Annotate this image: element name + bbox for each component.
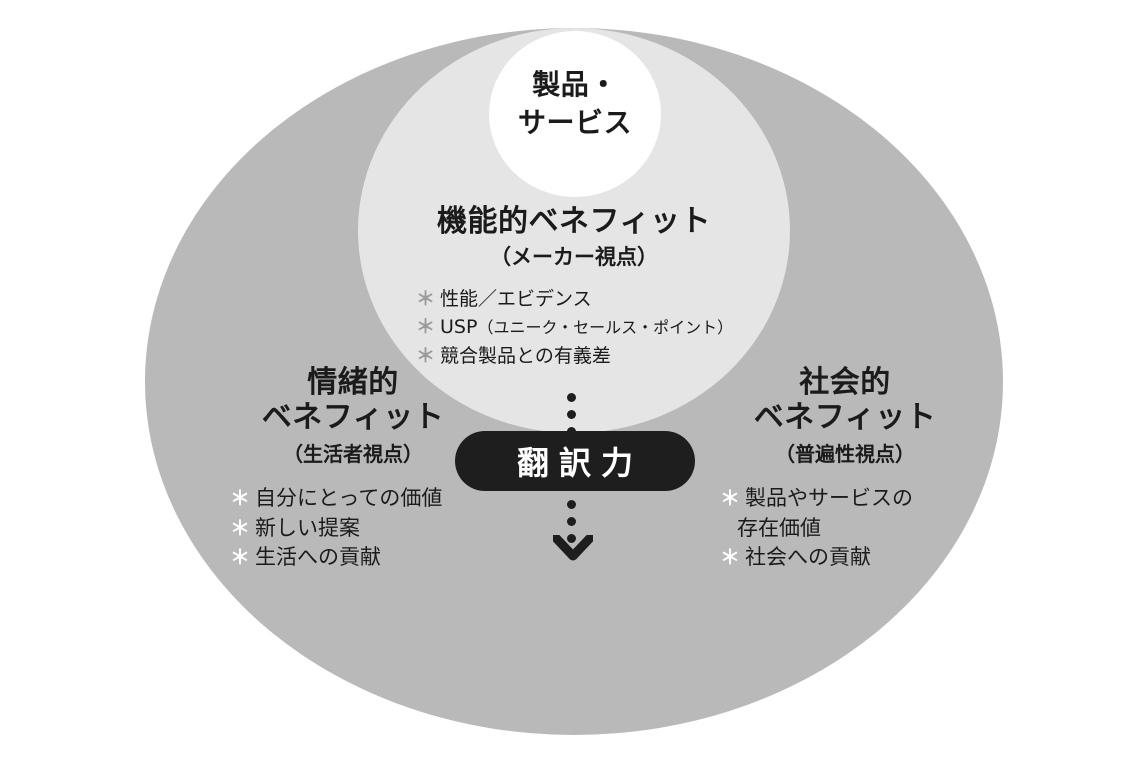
emotional-benefit-heading-line2: ベネフィット [261,400,445,436]
social-benefit-group: 社会的 ベネフィット （普遍性視点） ＊ 製品やサービスの 存在価値 ＊ 社会へ… [700,365,990,573]
asterisk-bullet-icon: ＊ [720,545,740,570]
dot-icon [567,393,576,402]
connector-dots-bottom [567,500,576,543]
connector-dots-top [567,393,576,436]
list-item-paren: （ユニーク・セールス・ポイント） [477,318,734,338]
social-benefit-heading-line1: 社会的 [799,365,891,400]
list-item: ＊ 自分にとっての価値 [230,484,498,514]
functional-benefit-heading: 機能的ベネフィット [437,204,711,239]
list-item-text: USP [440,316,478,339]
dot-icon [567,534,576,543]
dot-icon [567,517,576,526]
asterisk-bullet-icon: ＊ [416,316,436,339]
functional-benefit-bullets: ＊ 性能／エビデンス ＊ USP（ユニーク・セールス・ポイント） ＊ 競合製品と… [374,285,774,372]
list-item: ＊ 新しい提案 [230,514,498,544]
functional-benefit-group: 機能的ベネフィット （メーカー視点） ＊ 性能／エビデンス ＊ USP（ユニーク… [374,204,774,371]
asterisk-bullet-icon: ＊ [416,345,436,368]
asterisk-bullet-icon: ＊ [720,485,740,510]
list-item-label: 競合製品との有義差 [440,345,611,368]
asterisk-bullet-icon: ＊ [230,485,250,510]
social-benefit-bullets: ＊ 製品やサービスの 存在価値 ＊ 社会への貢献 [700,484,990,573]
list-item: ＊ 製品やサービスの [720,484,990,514]
list-item-label: USP（ユニーク・セールス・ポイント） [440,313,774,342]
functional-benefit-subhead: （メーカー視点） [490,245,658,270]
dot-icon [567,500,576,509]
list-item: ＊ 競合製品との有義差 [416,342,774,371]
dot-icon [567,410,576,419]
chevron-down-icon [553,535,593,561]
list-item-label: 製品やサービスの [745,485,913,510]
product-service-line1: 製品・ [532,68,618,101]
emotional-benefit-bullets: ＊ 自分にとっての価値 ＊ 新しい提案 ＊ 生活への貢献 [208,484,498,573]
emotional-benefit-group: 情緒的 ベネフィット （生活者視点） ＊ 自分にとっての価値 ＊ 新しい提案 ＊… [208,365,498,573]
list-item-label: 自分にとっての価値 [255,485,443,510]
asterisk-bullet-icon: ＊ [230,515,250,540]
social-benefit-subhead: （普遍性視点） [775,441,915,466]
product-service-label: 製品・ サービス [489,66,661,141]
list-item-continuation: 存在価値 [737,515,821,540]
list-item: ＊ USP（ユニーク・セールス・ポイント） [416,313,774,342]
list-item: ＊ 社会への貢献 [720,543,990,573]
inner-circle-product-service [489,31,661,197]
list-item: ＊ 性能／エビデンス [416,285,774,314]
emotional-benefit-heading: 情緒的 ベネフィット [208,365,498,436]
asterisk-bullet-icon: ＊ [416,287,436,310]
product-service-line2: サービス [517,105,632,139]
list-item: ＊ 生活への貢献 [230,543,498,573]
list-item-label: 生活への貢献 [255,545,381,570]
emotional-benefit-heading-line1: 情緒的 [307,365,399,400]
social-benefit-heading-line2: ベネフィット [753,400,937,436]
list-item-label: 社会への貢献 [745,545,871,570]
emotional-benefit-subhead: （生活者視点） [283,441,423,466]
translation-power-badge: 翻訳力 [455,431,695,491]
list-item-label: 新しい提案 [255,515,360,540]
asterisk-bullet-icon: ＊ [230,545,250,570]
list-item-label: 性能／エビデンス [440,287,592,310]
social-benefit-heading: 社会的 ベネフィット [700,365,990,436]
